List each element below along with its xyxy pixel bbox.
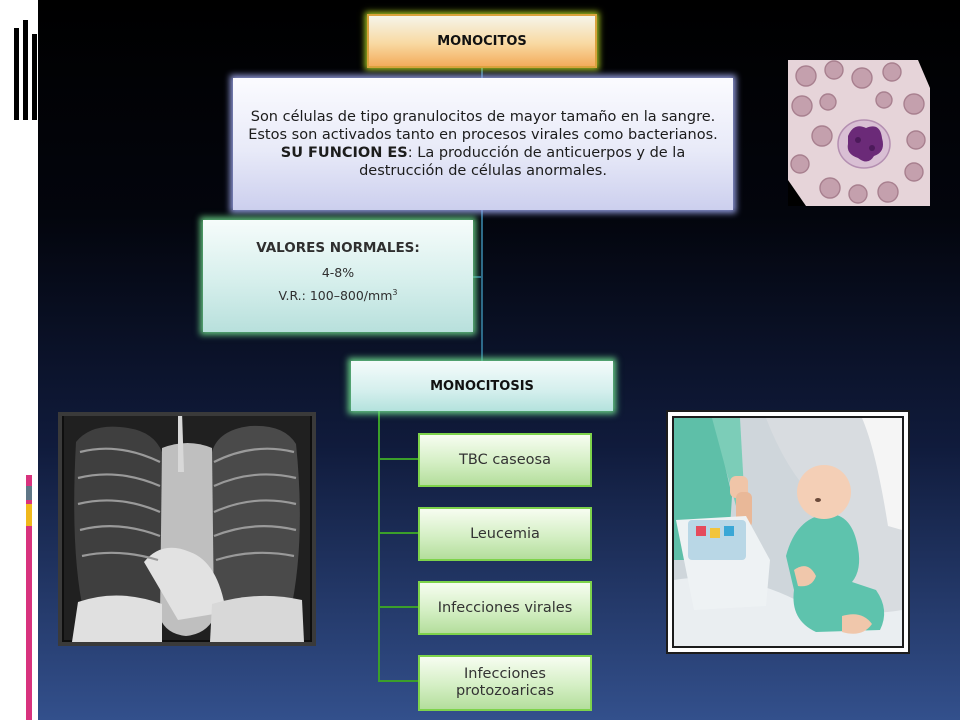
connector-title-desc [481, 68, 483, 78]
connector-cause-2 [378, 532, 418, 534]
normal-values-box: VALORES NORMALES: 4-8% V.R.: 100–800/mm3 [203, 220, 473, 332]
title-text: MONOCITOS [437, 33, 527, 49]
connector-values [473, 276, 483, 278]
condition-box: MONOCITOSIS [351, 361, 613, 411]
function-text: : La producción de anticuerpos y de la d… [359, 145, 686, 179]
chest-xray-image [58, 412, 316, 646]
cause-text: TBC caseosa [459, 451, 551, 468]
cause-box-1: TBC caseosa [418, 433, 592, 487]
connector-cause-4 [378, 680, 418, 682]
connector-cause-3 [378, 606, 418, 608]
function-label: SU FUNCION ES [280, 145, 408, 161]
function-line: SU FUNCION ES: La producción de anticuer… [247, 144, 719, 180]
child-patient-image [666, 410, 910, 654]
connector-cause-1 [378, 458, 418, 460]
normal-values-reference-exponent: 3 [392, 288, 398, 298]
cause-text: Leucemia [470, 525, 540, 542]
description-box: Son células de tipo granulocitos de mayo… [233, 78, 733, 210]
cause-box-4: Infecciones protozoaricas [418, 655, 592, 711]
normal-values-title: VALORES NORMALES: [256, 240, 420, 257]
slate-accent-block [26, 486, 32, 500]
normal-values-percent: 4-8% [321, 265, 355, 281]
cause-text: Infecciones virales [437, 599, 573, 616]
cause-text: Infecciones protozoaricas [455, 666, 555, 699]
cause-box-2: Leucemia [418, 507, 592, 561]
normal-values-reference-line: V.R.: 100–800/mm3 [279, 288, 398, 303]
connector-causes-trunk [378, 411, 380, 681]
condition-text: MONOCITOSIS [430, 378, 534, 394]
description-text: Son células de tipo granulocitos de mayo… [248, 109, 718, 143]
blood-smear-image [788, 60, 930, 206]
pink-accent-bar [26, 475, 32, 720]
cause-box-3: Infecciones virales [418, 581, 592, 635]
normal-values-reference: V.R.: 100–800/mm [278, 288, 393, 304]
yellow-accent-block [26, 504, 32, 526]
connector-trunk [481, 210, 483, 361]
corner-accent-bars [14, 20, 40, 120]
title-box: MONOCITOS [367, 14, 597, 68]
